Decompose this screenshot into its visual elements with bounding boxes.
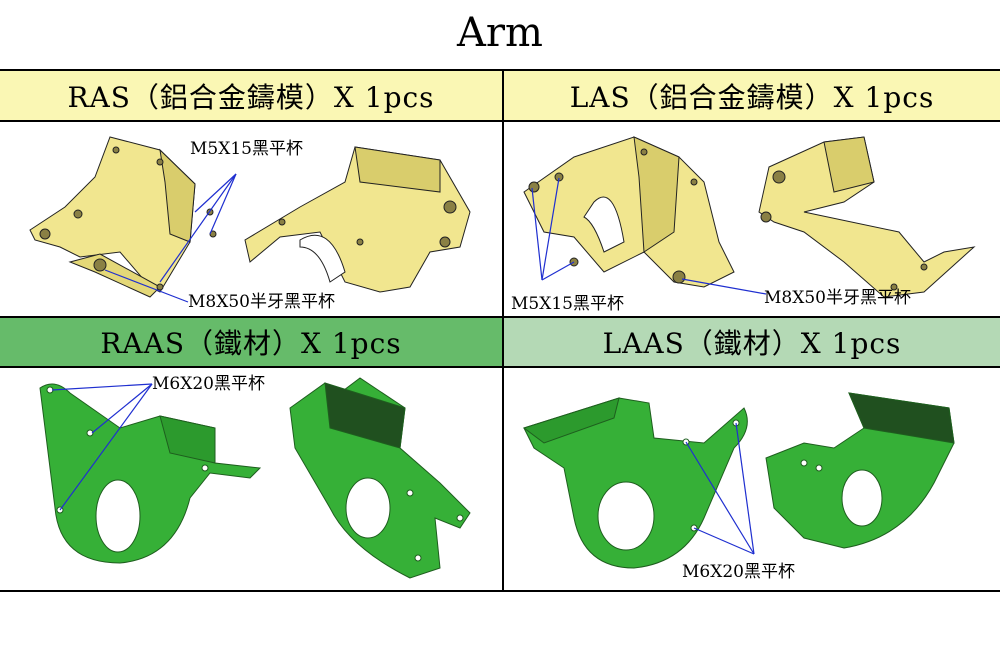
divider-top [0,69,1000,71]
cell-ras: M5X15黑平杯 M8X50半牙黑平杯 [0,122,502,316]
raas-part-a [39,383,262,564]
las-parts-illustration [523,136,976,298]
header-ras: RAS（鋁合金鑄模）X 1pcs [0,71,502,120]
divider-vertical [502,70,504,592]
ras-leader-lines [104,173,237,303]
header-las: LAS（鋁合金鑄模）X 1pcs [504,71,1000,120]
ras-part-a [29,136,217,298]
las-leader-lines [531,177,767,295]
page-title: Arm [457,10,543,56]
ras-label-m5x15: M5X15黑平杯 [190,139,303,159]
ras-part-b [244,146,471,293]
las-part-b [758,136,976,298]
header-laas-text: LAAS（鐵材）X 1pcs [602,327,902,360]
header-laas: LAAS（鐵材）X 1pcs [504,318,1000,366]
cell-laas: M6X20黑平杯 [504,368,1000,590]
laas-part-a [522,397,748,569]
las-part-a [523,136,735,288]
las-label-m5x15: M5X15黑平杯 [511,294,624,314]
header-raas: RAAS（鐵材）X 1pcs [0,318,502,366]
ras-label-m8x50: M8X50半牙黑平杯 [188,292,335,312]
raas-part-b [289,377,471,579]
header-las-text: LAS（鋁合金鑄模）X 1pcs [569,80,935,114]
divider-header-2 [0,366,1000,368]
cell-las: M5X15黑平杯 M8X50半牙黑平杯 [504,122,1000,316]
raas-leader-lines [51,383,153,511]
laas-leader-lines [685,422,755,555]
laas-parts-illustration [522,392,955,569]
raas-parts-illustration [39,377,471,579]
las-label-m8x50: M8X50半牙黑平杯 [764,288,911,308]
raas-label-m6x20: M6X20黑平杯 [152,374,265,394]
divider-header-1 [0,120,1000,122]
laas-label-m6x20: M6X20黑平杯 [682,562,795,582]
header-raas-text: RAAS（鐵材）X 1pcs [100,327,402,360]
divider-middle [0,316,1000,318]
cell-raas: M6X20黑平杯 [0,368,502,590]
laas-part-b [765,392,955,549]
ras-parts-illustration [29,136,471,303]
header-ras-text: RAS（鋁合金鑄模）X 1pcs [67,80,435,114]
divider-bottom [0,590,1000,592]
